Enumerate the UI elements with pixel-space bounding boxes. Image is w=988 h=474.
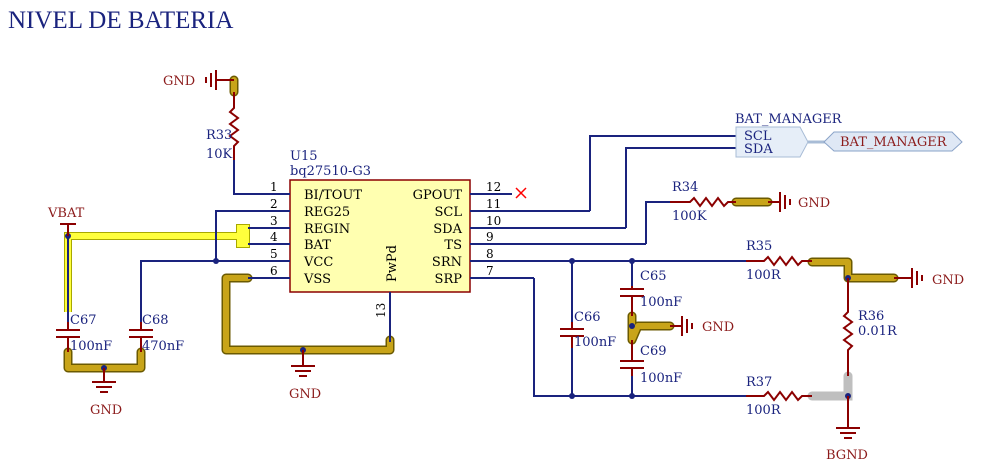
pin-name: SDA <box>433 222 462 237</box>
no-connect-marker <box>515 187 527 199</box>
harness-port[interactable] <box>823 131 963 152</box>
pin-number: 10 <box>486 214 501 228</box>
resistor-ref: R37 <box>746 375 772 390</box>
pin-number: 3 <box>270 214 278 228</box>
gnd-symbol-r34: GND <box>768 192 830 212</box>
resistor-value: 10K <box>206 147 233 162</box>
bgnd-symbol: BGND <box>826 396 868 463</box>
pin-name: BI/TOUT <box>304 188 362 203</box>
resistor-r36[interactable]: R36 0.01R <box>842 278 898 376</box>
gnd-label: GND <box>702 320 734 335</box>
resistor-r33[interactable]: R33 10K <box>206 92 240 162</box>
capacitor-ref: C65 <box>640 269 667 284</box>
capacitor-c66[interactable]: C66 100nF <box>560 310 616 350</box>
harness-entry-scl: SCL <box>744 129 772 144</box>
pin-number: 4 <box>270 230 278 244</box>
pin-name: REG25 <box>304 205 350 220</box>
vbat-symbol: VBAT <box>47 206 85 236</box>
capacitor-value: 100nF <box>640 371 682 386</box>
resistor-value: 0.01R <box>858 324 898 339</box>
capacitor-value: 100nF <box>574 335 616 350</box>
capacitor-value: 100nF <box>70 339 112 354</box>
pin-name: PwPd <box>385 245 400 282</box>
capacitor-c67[interactable]: C67 100nF <box>56 313 112 354</box>
resistor-r35[interactable]: R35 100R <box>746 239 812 283</box>
resistor-ref: R33 <box>206 128 232 143</box>
resistor-ref: R34 <box>672 180 698 195</box>
capacitor-ref: C66 <box>574 310 601 325</box>
resistor-r34[interactable]: R34 100K <box>670 180 736 224</box>
capacitor-ref: C68 <box>142 313 169 328</box>
pin-number: 8 <box>486 247 494 261</box>
capacitor-value: 100nF <box>640 295 682 310</box>
pin-number: 7 <box>486 264 494 278</box>
resistor-value: 100R <box>746 268 782 283</box>
gnd-symbol-top: GND <box>163 70 234 90</box>
ic-body[interactable] <box>289 179 471 293</box>
capacitor-ref: C69 <box>640 344 667 359</box>
capacitor-c69[interactable]: C69 100nF <box>620 340 682 386</box>
pin-name: GPOUT <box>413 188 463 203</box>
resistor-value: 100R <box>746 403 782 418</box>
resistor-value: 100K <box>672 209 707 224</box>
sheet-title: NIVEL DE BATERIA <box>8 7 233 34</box>
pin-number: 11 <box>486 197 501 211</box>
pin-name: TS <box>444 238 462 253</box>
capacitor-ref: C67 <box>70 313 97 328</box>
ic-u15[interactable]: U15 bq27510-G3 1 2 3 4 5 6 BI/TOUT REG25… <box>248 149 746 342</box>
ic-ref: U15 <box>290 149 318 164</box>
bgnd-label: BGND <box>826 448 868 463</box>
pin-number: 13 <box>374 303 388 318</box>
gnd-label: GND <box>289 387 321 402</box>
pin-name: VCC <box>303 255 333 270</box>
gnd-label: GND <box>90 403 122 418</box>
pin-number: 12 <box>486 180 501 194</box>
harness-connector[interactable]: BAT_MANAGER SCL SDA BAT_MANAGER <box>735 112 963 158</box>
gnd-symbol-ic: GND <box>289 350 321 402</box>
pin-number: 6 <box>270 264 278 278</box>
ic-part: bq27510-G3 <box>290 164 371 179</box>
pin-name: BAT <box>304 238 331 253</box>
vbat-label: VBAT <box>47 206 85 221</box>
gnd-label: GND <box>932 273 964 288</box>
capacitor-c68[interactable]: C68 470nF <box>129 313 184 354</box>
resistor-ref: R35 <box>746 239 772 254</box>
gnd-symbol-caps: GND <box>90 368 122 418</box>
ic-left-pins: 1 2 3 4 5 6 BI/TOUT REG25 REGIN BAT VCC … <box>248 180 362 287</box>
pin-name: REGIN <box>304 222 350 237</box>
capacitor-c65[interactable]: C65 100nF <box>620 269 682 316</box>
resistor-r37[interactable]: R37 100R <box>746 375 812 418</box>
pin-number: 2 <box>270 197 278 211</box>
harness-port-label: BAT_MANAGER <box>840 135 948 150</box>
gnd-symbol-right: GND <box>894 268 964 288</box>
ic-right-pins: 12 11 10 9 8 7 GPOUT SCL SDA TS SRN SRP <box>413 180 746 287</box>
gnd-label: GND <box>798 196 830 211</box>
pin-number: 1 <box>270 180 278 194</box>
pin-name: SRN <box>432 255 462 270</box>
pin-name: VSS <box>303 272 331 287</box>
capacitor-value: 470nF <box>142 339 184 354</box>
pin-name: SCL <box>435 205 463 220</box>
gnd-label: GND <box>163 74 195 89</box>
harness-entry-sda: SDA <box>744 142 773 157</box>
pin-number: 5 <box>270 247 278 261</box>
pin-name: SRP <box>435 272 463 287</box>
resistor-ref: R36 <box>858 309 884 324</box>
harness-title: BAT_MANAGER <box>735 112 843 127</box>
gnd-symbol-mid: GND <box>670 316 734 336</box>
pin-number: 9 <box>486 230 494 244</box>
